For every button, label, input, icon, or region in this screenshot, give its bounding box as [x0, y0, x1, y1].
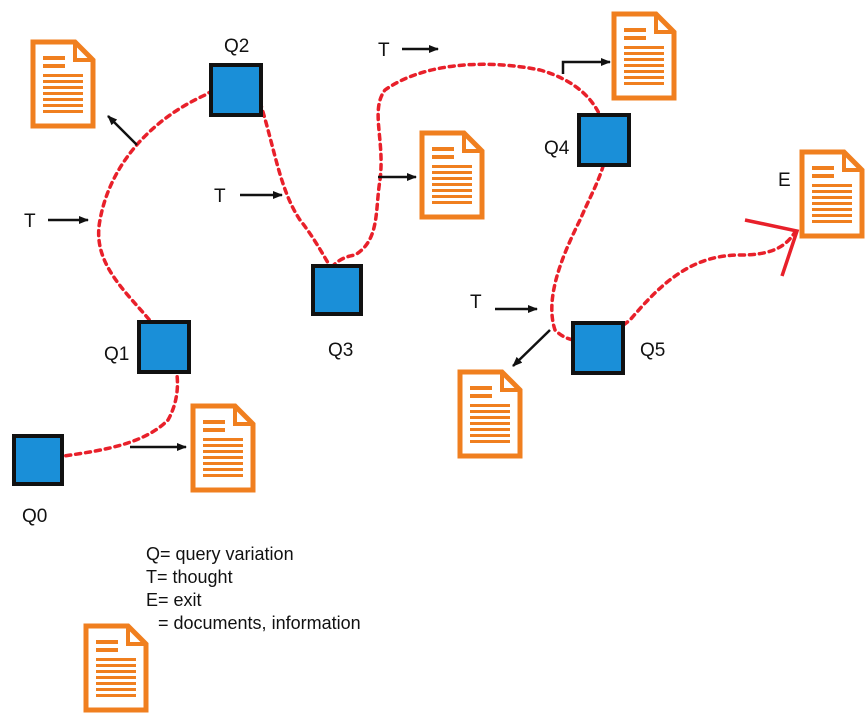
- exit-label: E: [778, 170, 791, 191]
- thought-label: T: [24, 211, 36, 232]
- query-label-q4: Q4: [544, 138, 570, 159]
- retrieval-arrow: [512, 329, 551, 367]
- document-icon: [422, 133, 482, 217]
- query-label-q0: Q0: [22, 506, 47, 527]
- document-icon: [460, 372, 520, 456]
- query-node-q1: [137, 320, 191, 374]
- query-square-icon: [209, 63, 263, 117]
- thought-arrow-icon: T: [470, 292, 538, 313]
- document-icon: [193, 406, 253, 490]
- query-label-q3: Q3: [328, 340, 353, 361]
- search-path: [34, 62, 797, 462]
- legend-line-documents: = documents, information: [158, 613, 361, 633]
- legend-line-thought: T= thought: [146, 567, 233, 587]
- legend-line-exit: E= exit: [146, 590, 202, 610]
- thought-arrow-icon: T: [378, 40, 439, 61]
- query-square-icon: [12, 434, 64, 486]
- query-square-icon: [577, 113, 631, 167]
- retrieval-arrow: [107, 115, 138, 146]
- thought-label: T: [470, 292, 482, 313]
- retrieval-arrow: [561, 58, 611, 74]
- exit-arrow-icon: [744, 218, 800, 277]
- query-square-icon: [571, 321, 625, 375]
- query-node-q2: [209, 63, 263, 117]
- legend: Q= query variation T= thought E= exit = …: [86, 544, 361, 710]
- thought-arrow-icon: T: [214, 186, 283, 207]
- query-node-q0: [12, 434, 64, 486]
- thought-label: T: [378, 40, 390, 61]
- document-icon: [33, 42, 93, 126]
- query-label-q2: Q2: [224, 36, 249, 57]
- query-label-q5: Q5: [640, 340, 665, 361]
- thought-label: T: [214, 186, 226, 207]
- document-icon: [802, 152, 862, 236]
- query-node-q5: [571, 321, 625, 375]
- document-icon: [86, 626, 146, 710]
- query-square-icon: [137, 320, 191, 374]
- query-label-q1: Q1: [104, 344, 129, 365]
- document-icon: [614, 14, 674, 98]
- query-node-q3: [311, 264, 363, 316]
- query-node-q4: [577, 113, 631, 167]
- thought-arrow-icon: T: [24, 211, 89, 232]
- legend-line-query: Q= query variation: [146, 544, 294, 564]
- query-square-icon: [311, 264, 363, 316]
